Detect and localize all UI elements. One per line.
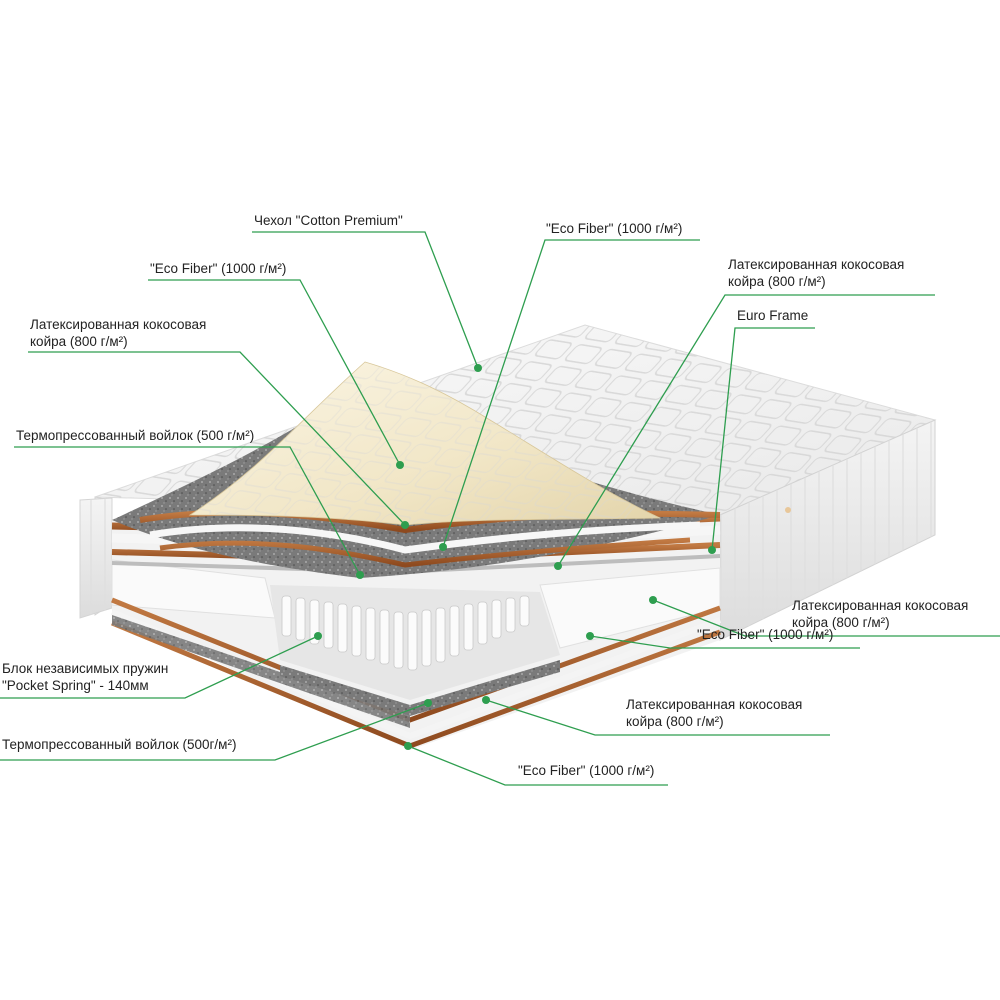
label-cover: Чехол "Cotton Premium" bbox=[254, 212, 403, 229]
label-coir-top-right-line2: койра (800 г/м²) bbox=[728, 273, 904, 290]
label-coir-top-left-line2: койра (800 г/м²) bbox=[30, 333, 206, 350]
label-springs-line1: Блок независимых пружин bbox=[2, 660, 168, 677]
label-springs-line2: "Pocket Spring" - 140мм bbox=[2, 677, 168, 694]
label-eco-fiber-bottom: "Eco Fiber" (1000 г/м²) bbox=[518, 762, 654, 779]
label-coir-mid-right-line1: Латексированная кокосовая bbox=[792, 597, 968, 614]
label-eco-fiber-top-left: "Eco Fiber" (1000 г/м²) bbox=[150, 260, 286, 277]
label-euro-frame: Euro Frame bbox=[737, 307, 808, 324]
label-felt-top: Термопрессованный войлок (500 г/м²) bbox=[16, 427, 254, 444]
label-coir-top-right: Латексированная кокосовая койра (800 г/м… bbox=[728, 256, 904, 290]
label-felt-bottom: Термопрессованный войлок (500г/м²) bbox=[2, 736, 236, 753]
label-coir-top-left: Латексированная кокосовая койра (800 г/м… bbox=[30, 316, 206, 350]
label-eco-fiber-mid-right: "Eco Fiber" (1000 г/м²) bbox=[697, 626, 833, 643]
label-springs: Блок независимых пружин "Pocket Spring" … bbox=[2, 660, 168, 694]
label-coir-top-left-line1: Латексированная кокосовая bbox=[30, 316, 206, 333]
label-coir-bottom-right-line2: койра (800 г/м²) bbox=[626, 713, 802, 730]
label-coir-bottom-right: Латексированная кокосовая койра (800 г/м… bbox=[626, 696, 802, 730]
label-coir-bottom-right-line1: Латексированная кокосовая bbox=[626, 696, 802, 713]
label-coir-top-right-line1: Латексированная кокосовая bbox=[728, 256, 904, 273]
label-eco-fiber-top-right: "Eco Fiber" (1000 г/м²) bbox=[546, 220, 682, 237]
